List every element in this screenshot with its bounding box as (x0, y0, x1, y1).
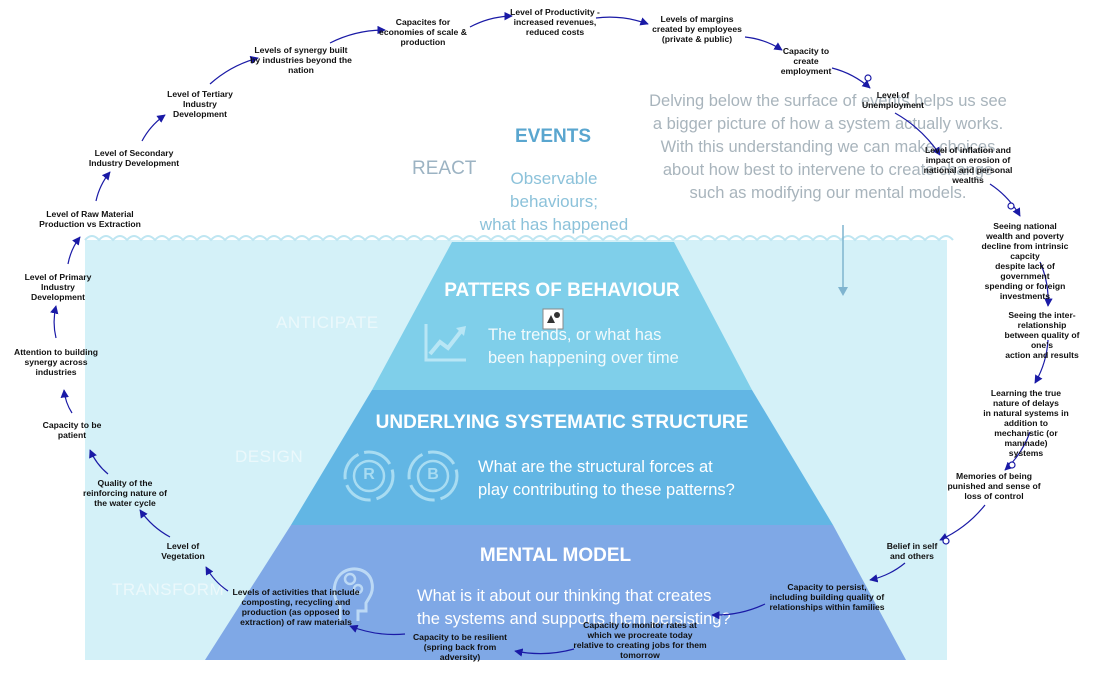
tier-structure: UNDERLYING SYSTEMATIC STRUCTURE R B What… (291, 390, 833, 525)
tier-patterns: PATTERS OF BEHAVIOUR The trends, or what… (372, 242, 752, 390)
intro-paragraph: Delving below the surface of events help… (649, 92, 1007, 202)
tier-mental-shape (205, 525, 906, 660)
loop-node-secondary: Level of Secondary Industry Development (88, 148, 180, 168)
loop-arrow (139, 509, 171, 538)
loop-arrow (209, 55, 259, 85)
loop-b-label: B (427, 466, 439, 483)
loop-arrow (989, 183, 1021, 217)
loop-arrow (329, 25, 386, 44)
trend-chart-icon (424, 324, 466, 362)
loop-arrow (744, 36, 783, 51)
label-react: REACT (412, 158, 477, 179)
patterns-title: PATTERS OF BEHAVIOUR (444, 280, 680, 301)
opposite-polarity-marker (864, 74, 872, 82)
loop-r-label: R (363, 466, 375, 483)
loop-arrow (1034, 339, 1049, 384)
structure-description: What are the structural forces at play c… (478, 458, 735, 499)
loop-arrow (469, 11, 513, 28)
loop-arrow (1004, 431, 1031, 471)
loop-arrow (514, 648, 575, 657)
label-anticipate: ANTICIPATE (276, 313, 379, 332)
loop-node-belief: Belief in self and others (886, 541, 938, 561)
loop-arrow (1039, 261, 1053, 307)
cursor-badge-icon (542, 308, 564, 330)
tier-mental-model: MENTAL MODEL What is it about our thinki… (205, 525, 906, 660)
loop-arrow (95, 171, 111, 202)
reinforcing-loop-icon (343, 450, 395, 502)
loop-arrow (595, 16, 649, 26)
events-title: EVENTS (514, 126, 592, 147)
loop-node-resilient: Capacity to be resilient (spring back fr… (412, 632, 508, 662)
loop-node-patient: Capacity to be patient (42, 420, 102, 440)
loop-arrow (67, 236, 81, 265)
loop-arrow (205, 566, 229, 592)
loop-node-inflation: Level of inflation and impact on erosion… (923, 145, 1013, 185)
loop-arrow (869, 562, 906, 583)
loop-arrow (894, 112, 941, 156)
label-transform: TRANSFORM (112, 580, 225, 599)
loop-arrow (50, 305, 59, 339)
loop-node-persist: Capacity to persist, including building … (769, 582, 885, 612)
loop-arrow (831, 67, 871, 89)
events-description: Observable behaviours; what has happened (479, 169, 629, 234)
loop-arrow (60, 389, 73, 414)
loop-node-attention: Attention to building synergy across ind… (13, 347, 99, 377)
tier-structure-shape (291, 390, 833, 525)
label-design: DESIGN (235, 447, 304, 466)
opposite-polarity-marker (1008, 461, 1016, 469)
mental-description: What is it about our thinking that creat… (417, 587, 731, 628)
loop-node-unemployment: Level of Unemployment (861, 90, 925, 110)
loop-arrow (89, 449, 109, 475)
head-gears-icon (332, 567, 374, 621)
loop-node-scale: Capacites for economies of scale & produ… (379, 17, 467, 47)
loop-arrow (141, 114, 166, 142)
loop-arrow (349, 624, 406, 636)
loop-node-monitor: Capacity to monitor rates at which we pr… (573, 620, 707, 660)
mental-title: MENTAL MODEL (479, 545, 632, 566)
surface-arrow-head (838, 287, 848, 296)
loop-node-activities: Levels of activities that include compos… (232, 587, 360, 627)
water-surface-wave (84, 235, 954, 242)
loop-node-primary: Level of Primary Industry Development (24, 272, 92, 302)
opposite-polarity-marker (1007, 202, 1015, 210)
loop-arrow (939, 504, 986, 541)
loop-node-raw: Level of Raw Material Production vs Extr… (39, 209, 141, 229)
loop-node-wealth: Seeing national wealth and poverty decli… (981, 221, 1069, 301)
loop-node-delays: Learning the true nature of delays in na… (983, 388, 1069, 458)
loop-node-water: Quality of the reinforcing nature of the… (82, 478, 168, 508)
loop-node-vegetation: Level of Vegetation (161, 541, 205, 561)
loop-node-productivity: Level of Productivity - increased revenu… (510, 7, 600, 37)
structure-title: UNDERLYING SYSTEMATIC STRUCTURE (375, 412, 749, 433)
loop-node-interrelationship: Seeing the inter-relationship between qu… (1004, 310, 1080, 360)
loop-node-employment: Capacity to create employment (780, 46, 832, 76)
loop-arrow (711, 603, 766, 620)
opposite-polarity-marker (942, 537, 950, 545)
loop-node-tertiary: Level of Tertiary Industry Development (167, 89, 233, 119)
patterns-description: The trends, or what has been happening o… (488, 326, 679, 367)
loop-node-synergy: Levels of synergy built by industries be… (250, 45, 352, 75)
loop-node-margins: Levels of margins created by employees (… (652, 14, 742, 44)
balancing-loop-icon (407, 450, 459, 502)
loop-node-memories: Memories of being punished and sense of … (947, 471, 1041, 501)
